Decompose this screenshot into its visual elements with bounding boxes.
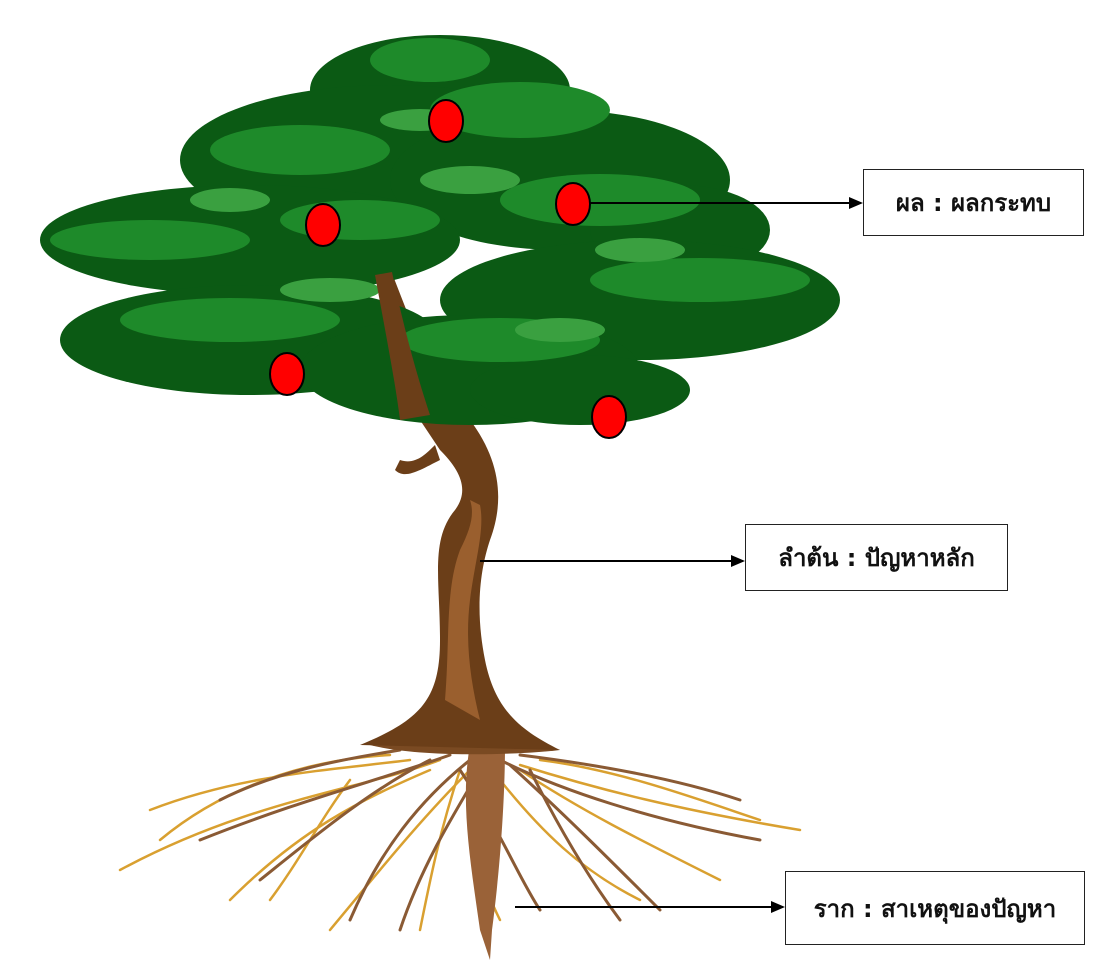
label-fruit: ผล : ผลกระทบ [863,169,1084,236]
fruit-right-upper [555,182,591,226]
label-trunk: ลำต้น : ปัญหาหลัก [745,524,1008,591]
roots-gold [118,753,802,932]
canopy [40,35,840,425]
trunk-upper [375,272,430,420]
taproot [465,745,505,960]
label-root: ราก : สาเหตุของปัญหา [785,871,1085,945]
fruit-left-lower [269,352,305,396]
branch-left [395,445,440,475]
fruits [269,99,627,439]
fruit-left-upper [305,203,341,247]
roots [118,738,802,960]
fruit-top [428,99,464,143]
fruit-right-lower [591,395,627,439]
